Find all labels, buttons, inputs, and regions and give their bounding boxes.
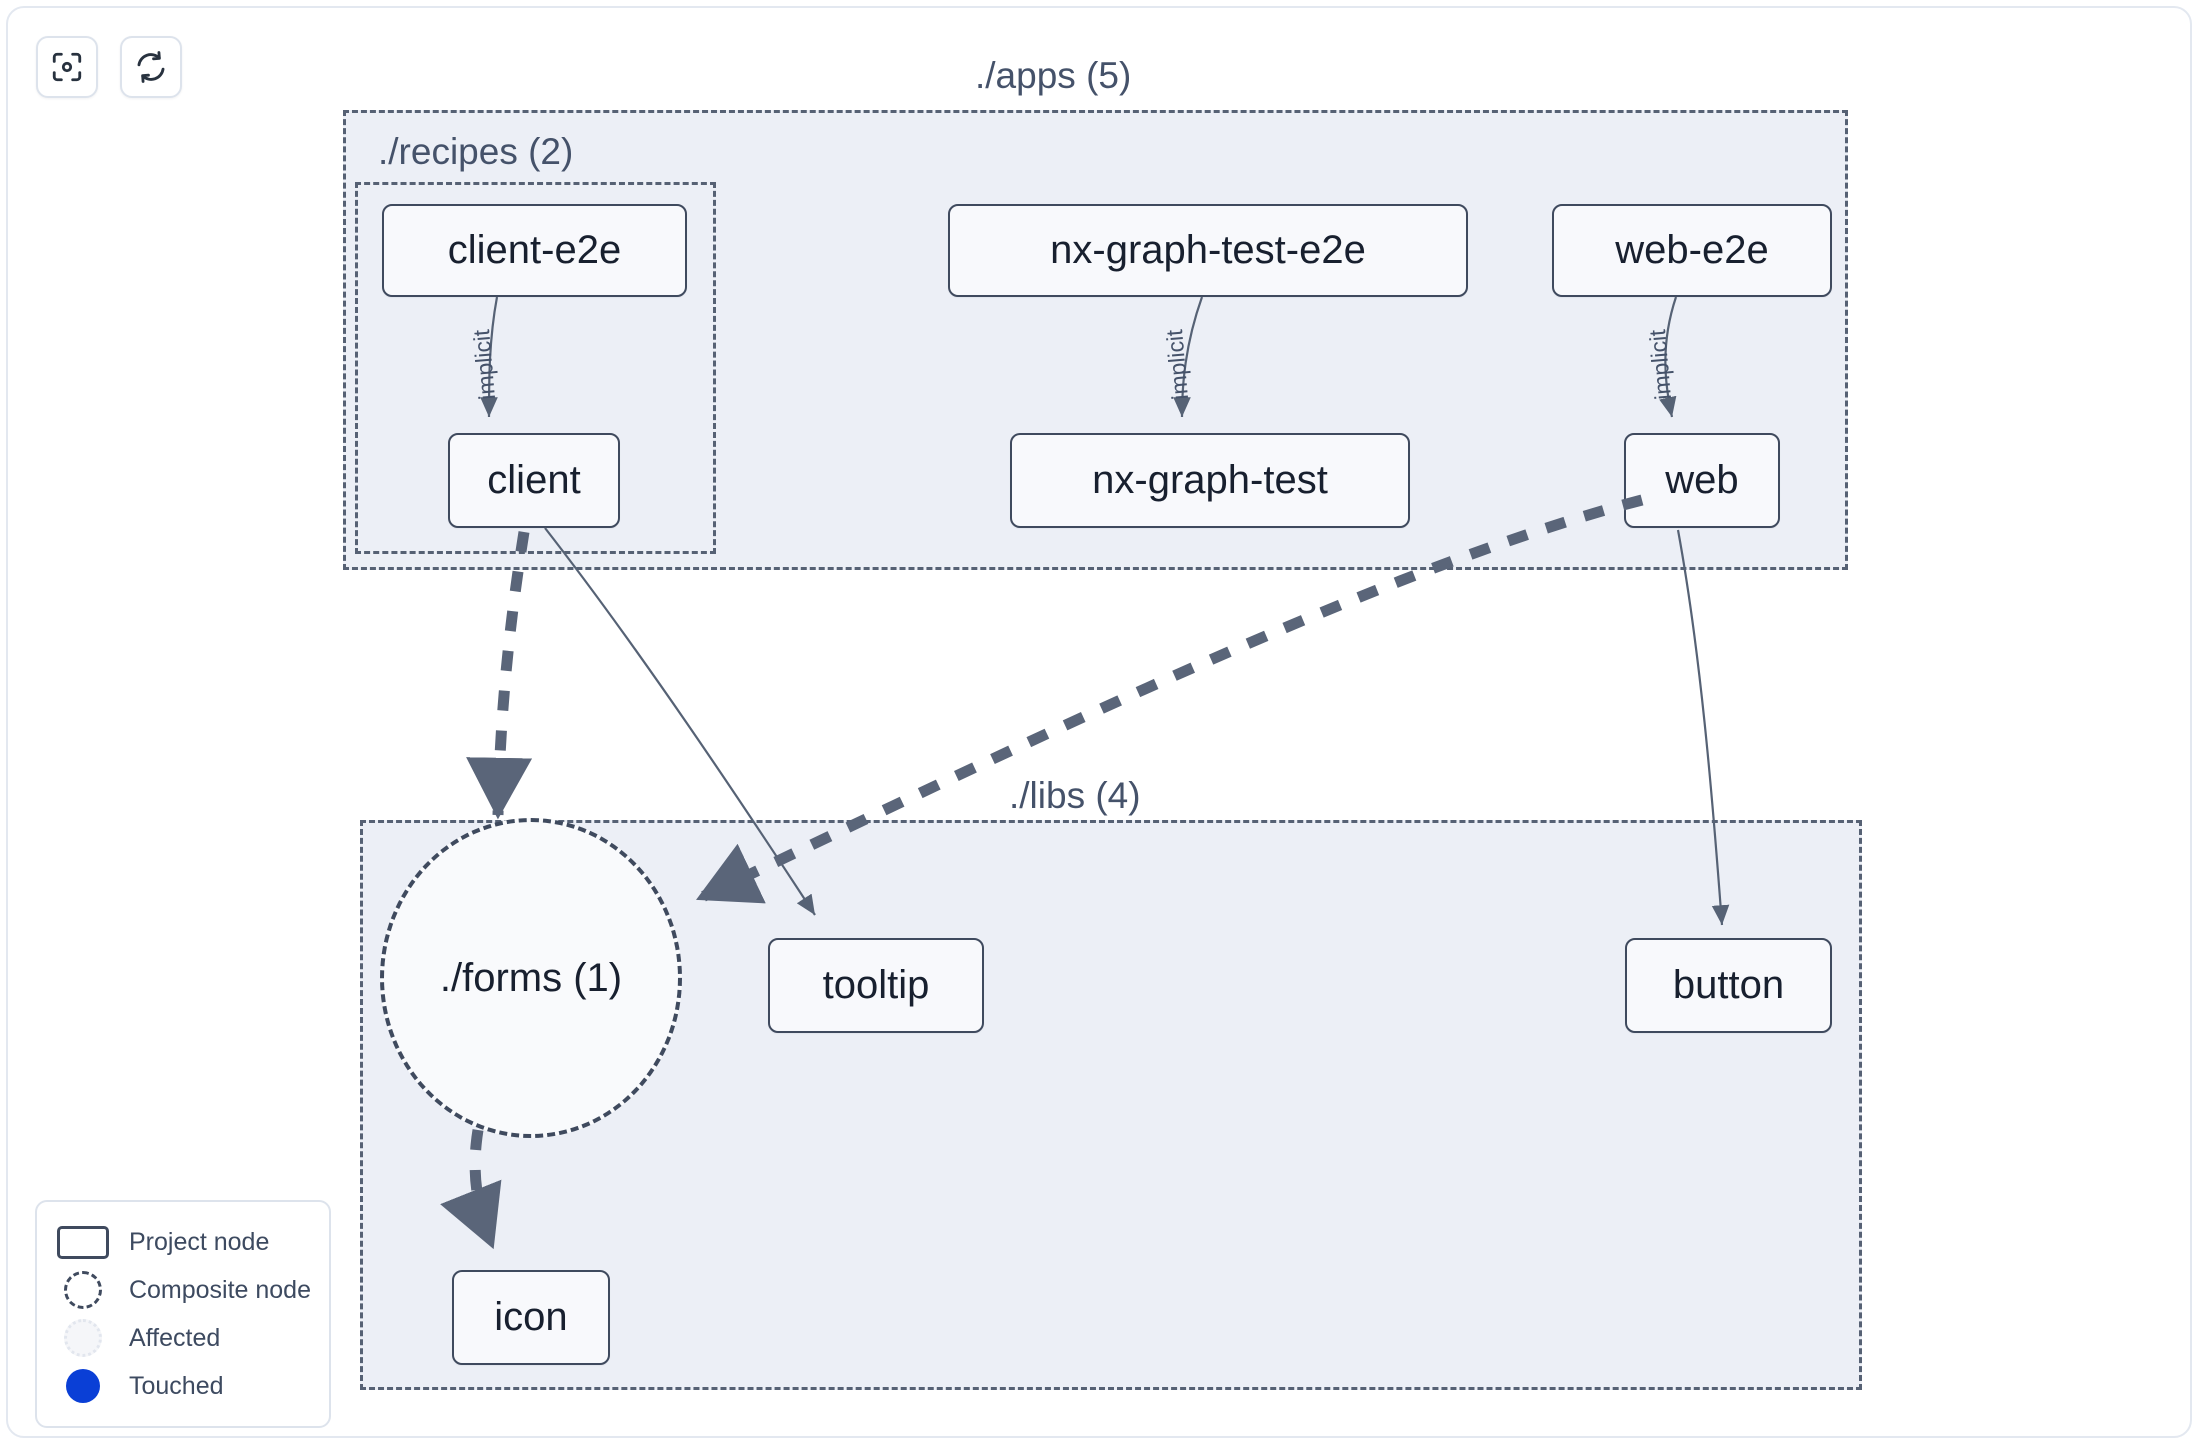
- composite-node-swatch: [55, 1271, 111, 1309]
- node-label: client-e2e: [447, 228, 622, 272]
- affected-swatch: [55, 1319, 111, 1357]
- project-node-swatch: [55, 1225, 111, 1259]
- refresh-icon: [134, 50, 168, 84]
- node-web[interactable]: web: [1624, 433, 1780, 528]
- legend-item-composite-node: Composite node: [55, 1266, 311, 1314]
- node-client-e2e[interactable]: client-e2e: [382, 204, 687, 297]
- graph-legend: Project node Composite node Affected Tou…: [35, 1200, 331, 1428]
- refresh-graph-button[interactable]: [120, 36, 182, 98]
- node-forms-composite[interactable]: ./forms (1): [380, 818, 682, 1138]
- node-tooltip[interactable]: tooltip: [768, 938, 984, 1033]
- legend-item-project-node: Project node: [55, 1218, 311, 1266]
- node-button[interactable]: button: [1625, 938, 1832, 1033]
- legend-label: Composite node: [128, 1275, 311, 1304]
- container-recipes-label: ./recipes (2): [378, 131, 574, 172]
- node-client[interactable]: client: [448, 433, 620, 528]
- node-label: web: [1665, 458, 1739, 502]
- focus-graph-button[interactable]: [36, 36, 98, 98]
- container-apps-label: ./apps (5): [975, 55, 1132, 96]
- node-label: tooltip: [822, 963, 930, 1007]
- legend-label: Project node: [129, 1227, 270, 1256]
- node-label: nx-graph-test: [1092, 458, 1328, 502]
- node-label: nx-graph-test-e2e: [1050, 228, 1366, 272]
- graph-toolbar: [36, 36, 182, 98]
- legend-label: Touched: [129, 1371, 224, 1400]
- node-label: icon: [494, 1295, 568, 1339]
- node-web-e2e[interactable]: web-e2e: [1552, 204, 1832, 297]
- node-nx-graph-test-e2e[interactable]: nx-graph-test-e2e: [948, 204, 1468, 297]
- legend-label: Affected: [129, 1323, 221, 1352]
- focus-target-icon: [50, 50, 84, 84]
- container-libs-label: ./libs (4): [1009, 775, 1141, 816]
- legend-item-touched: Touched: [55, 1362, 311, 1410]
- node-label: button: [1672, 963, 1785, 1007]
- node-nx-graph-test[interactable]: nx-graph-test: [1010, 433, 1410, 528]
- node-label: ./forms (1): [439, 955, 623, 1000]
- legend-item-affected: Affected: [55, 1314, 311, 1362]
- touched-swatch: [55, 1369, 111, 1403]
- node-label: web-e2e: [1615, 228, 1769, 272]
- node-label: client: [487, 458, 581, 502]
- node-icon[interactable]: icon: [452, 1270, 610, 1365]
- edge-client-to-forms: [466, 531, 533, 820]
